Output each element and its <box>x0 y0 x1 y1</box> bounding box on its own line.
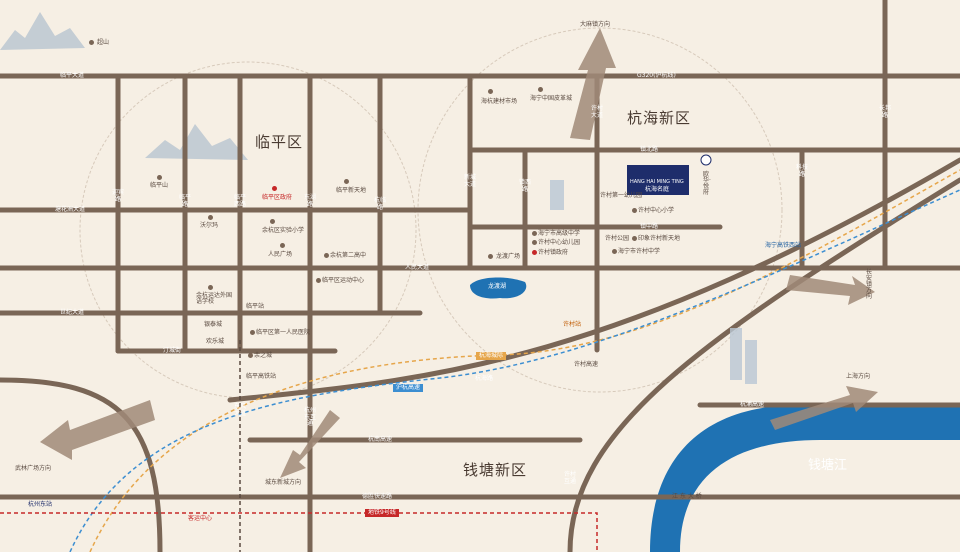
road-yingbin: 迎宾路 <box>112 189 125 203</box>
poi-linping-gov: 临平区政府 <box>262 194 293 201</box>
road-donghu: 东湖路 <box>304 194 317 208</box>
station-xucun-gaotie: 许村高速 <box>574 361 599 368</box>
poi-linpingshan: 临平山 <box>150 182 169 189</box>
station-xucun: 许村站 <box>563 321 582 328</box>
mountain-icon <box>145 124 248 160</box>
road-hangpu: 杭浦高速 <box>740 401 765 408</box>
direction-chengdong: 城东新城方向 <box>265 479 302 486</box>
poi-xintiandi: 临平新天地 <box>336 187 367 194</box>
poi-woeryuan: 沃尔玛 <box>200 222 219 229</box>
road-hangnan: 杭南高速 <box>368 436 393 443</box>
road-hanglin: 杭临路 <box>374 197 387 211</box>
district-hanghai: 杭海新区 <box>627 109 692 127</box>
poi-xucun-middle: 海宁市许村中学 <box>618 248 661 255</box>
poi-foreign-school: 余杭运达外国语学校 <box>196 292 233 305</box>
district-linping: 临平区 <box>255 133 304 151</box>
rail-metro9-tag: 地铁9号线 <box>365 509 399 517</box>
road-renmin: 人民大道 <box>405 264 430 271</box>
road-hanghai: 杭海路 <box>475 375 494 382</box>
road-xucun-ave: 许村大道 <box>591 105 604 119</box>
poi-lake: 龙渡湖 <box>488 283 507 290</box>
river-label: 钱塘江 <box>808 458 848 473</box>
station-keyun: 客运中心 <box>188 515 213 522</box>
direction-dama: 大麻镇方向 <box>580 21 611 28</box>
poi-yuhang-exp: 余杭区实验小学 <box>262 227 305 234</box>
road-jiangdong: 江 东 大 桥 <box>672 493 702 500</box>
district-qiantang: 钱塘新区 <box>463 461 528 479</box>
poi-xucun-park: 许村公园 <box>605 235 630 242</box>
direction-changan: 长安镇方向 <box>866 269 873 300</box>
road-hangzhou-east: 杭州东互通 <box>304 407 317 428</box>
road-xincheng: 新城大道 <box>464 174 477 188</box>
road-dingcheng: 汀城街 <box>163 347 182 354</box>
project-name-en: HANG HAI MING TING <box>630 179 684 185</box>
project-marker[interactable] <box>627 165 689 195</box>
poi-yintai: 银泰城 <box>204 321 223 328</box>
poi-sports: 临平区运动中心 <box>322 277 365 284</box>
direction-wulin: 武林广场方向 <box>15 465 52 472</box>
poi-yinxiang: 印象许村新天地 <box>638 235 681 242</box>
station-hangzhou-east: 杭州东站 <box>28 501 53 508</box>
road-linping-dadao: 临平大道 <box>60 72 85 79</box>
mountain-icon <box>0 12 85 50</box>
north-arrow-icon <box>570 28 616 140</box>
qiantang-river <box>650 405 960 552</box>
road-jinbei: 镇北路 <box>640 146 659 153</box>
poi-xucun-gov: 许村镇政府 <box>538 249 569 256</box>
station-linping-gaotie: 临平高铁站 <box>246 373 277 380</box>
poi-renmin-sq: 人民广场 <box>268 251 293 258</box>
poi-ouhua: 欧华·悦府 <box>703 171 711 196</box>
station-linping: 临平站 <box>246 303 265 310</box>
road-changbang: 长邦路 <box>879 105 892 119</box>
poi-hospital: 临平区第一人民医院 <box>256 329 311 336</box>
road-xucun-gs: 许村互通 <box>564 471 577 485</box>
road-dejiao: 德胜快速路 <box>362 493 393 500</box>
poi-xucun-school: 海宁市高级中学 <box>538 230 581 237</box>
road-jinxi: 镇西路 <box>519 179 532 193</box>
road-g320: G320(沪杭线) <box>637 72 676 79</box>
poi-yuzhicheng: 余之城 <box>254 352 273 359</box>
station-haining-west: 海宁高铁西站 <box>765 242 802 249</box>
poi-haining-leather: 海宁中国皮革城 <box>530 95 573 102</box>
poi-xucun-primary: 许村中心小学 <box>638 207 675 214</box>
road-keji: 科技路 <box>796 164 809 178</box>
rail-metro-tag: 沪杭高速 <box>393 384 424 392</box>
road-linping-rd: 临平路 <box>179 194 192 208</box>
direction-shanghai: 上海方向 <box>846 373 871 380</box>
poi-xucun-kg: 许村中心幼儿园 <box>538 239 581 246</box>
poi-longcheng: 龙渡广场 <box>496 253 521 260</box>
project-name-cn[interactable]: 杭海名庭 <box>645 186 670 193</box>
road-tanghua: 塘花洲大道 <box>55 206 86 213</box>
poi-yuhang-no2: 余杭第二高中 <box>330 252 367 259</box>
poi-huanle: 欢乐城 <box>206 338 225 345</box>
road-linping-xi: 临平西路 <box>234 194 247 208</box>
poi-chaoshan: 超山 <box>97 39 110 46</box>
rail-hanghai-tag: 杭海城际 <box>476 352 507 360</box>
road-shiji: 世纪大道 <box>60 309 85 316</box>
road-dongfeng: 东风大道 <box>234 403 247 417</box>
road-jinzhong: 镇中路 <box>640 223 659 230</box>
poi-haihang-mart: 海杭建材市场 <box>481 98 518 105</box>
poi-xucun-no1: 许村第一幼儿园 <box>600 192 643 199</box>
